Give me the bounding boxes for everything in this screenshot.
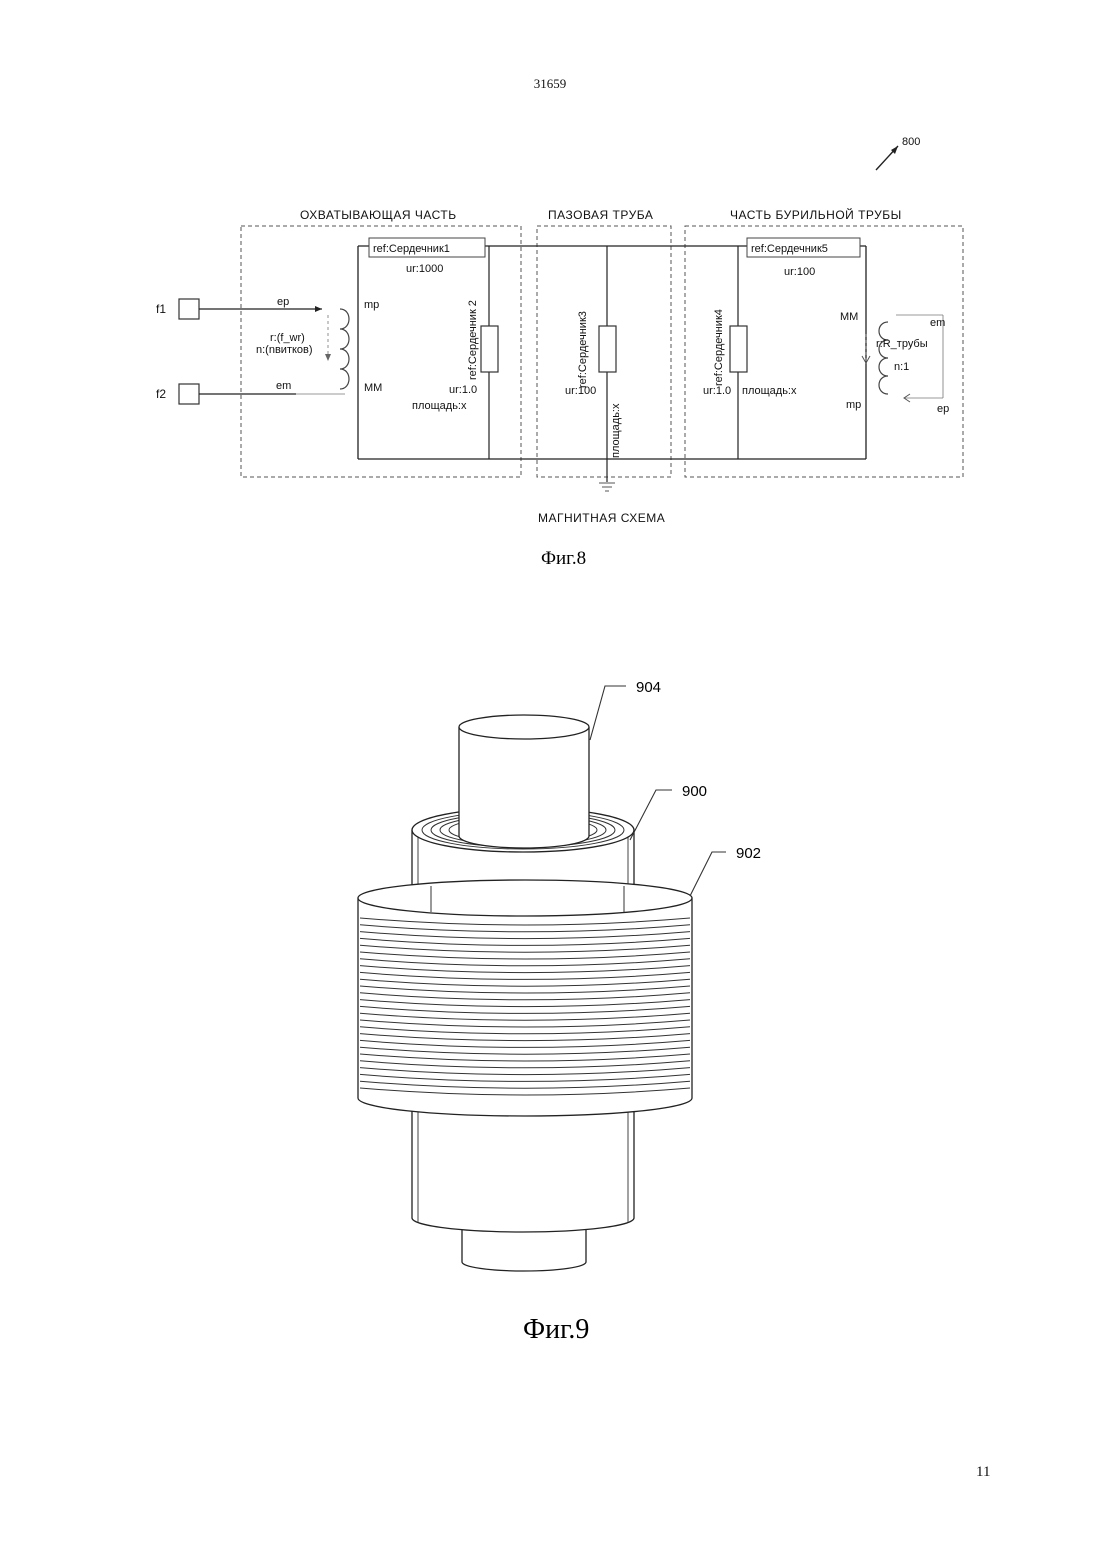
inner-tube-904 [459,727,589,848]
page-number: 11 [976,1464,990,1481]
leader-902 [690,852,726,896]
leader-900 [630,790,672,840]
outer-coil-902 [358,880,692,1116]
label-900: 900 [682,783,707,800]
inner-tube-top [459,715,589,739]
figure-9-illustration: 904 900 902 Фиг.9 [0,0,1100,1400]
leader-904 [590,686,626,740]
label-902: 902 [736,845,761,862]
label-904: 904 [636,679,661,696]
fig9-caption: Фиг.9 [523,1314,589,1345]
